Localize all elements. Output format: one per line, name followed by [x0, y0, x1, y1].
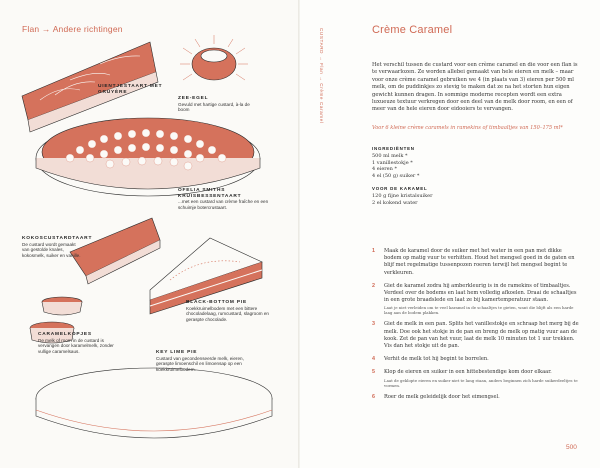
gooseberry-tart-drawing — [35, 117, 261, 197]
step-number: 4 — [372, 356, 375, 363]
step-number: 5 — [372, 369, 375, 376]
sea-urchin-drawing — [180, 35, 248, 81]
page-number: 500 — [566, 444, 577, 451]
caramel-heading: VOOR DE KARAMEL — [372, 186, 428, 191]
section-title: Flan → Andere richtingen — [22, 24, 123, 34]
caramel-cups-drawing — [29, 296, 83, 344]
custard-illustrations — [21, 35, 273, 439]
recipe-yield: Voor 6 kleine crème caramels in ramekins… — [372, 125, 563, 131]
caramel-list: 120 g fijne kristalsuiker 2 el kokend wa… — [372, 193, 433, 206]
ingredient-item: 1 vanillestokje * — [372, 159, 413, 166]
coconut-tart-slice-drawing — [69, 217, 161, 285]
key-lime-pie-drawing — [35, 367, 273, 439]
step-number: 3 — [372, 321, 375, 328]
caramel-item: 2 el kokend water — [372, 199, 418, 206]
ingredients-list: 500 ml melk * 1 vanillestokje * 4 eieren… — [372, 153, 419, 179]
caption-gooseberry-tart: OFELIA SMITHS KRUISBESSENTAART...met een… — [178, 188, 269, 210]
ingredient-item: 500 ml melk * — [372, 153, 408, 159]
step-number: 6 — [372, 393, 375, 400]
onion-tart-slice-drawing — [21, 41, 159, 133]
black-bottom-pie-drawing — [149, 237, 263, 315]
step-number: 2 — [372, 282, 375, 289]
step-number: 1 — [372, 248, 375, 254]
right-page — [300, 0, 600, 468]
ingredient-item: 4 eieren * — [372, 166, 397, 173]
ingredient-item: 4 el (50 g) suiker * — [372, 172, 420, 179]
recipe-intro: Het verschil tussen de custard voor een … — [372, 62, 578, 113]
vertical-chapter-tab: CUSTARD → Flan → Crème Caramel — [319, 28, 324, 124]
left-page: Flan → Andere richtingen — [21, 24, 273, 439]
ingredients-heading: INGREDIËNTEN — [372, 146, 415, 151]
caption-onion-tart: UIENTJESTAART MET GRUYÈRE — [98, 84, 163, 95]
step-note: Laat je niet verleiden om te veel karame… — [384, 305, 574, 316]
caramel-item: 120 g fijne kristalsuiker — [372, 193, 433, 199]
step-note: Laat de geklopte eieren en suiker niet t… — [384, 377, 578, 388]
recipe-title: Crème Caramel — [372, 24, 453, 36]
